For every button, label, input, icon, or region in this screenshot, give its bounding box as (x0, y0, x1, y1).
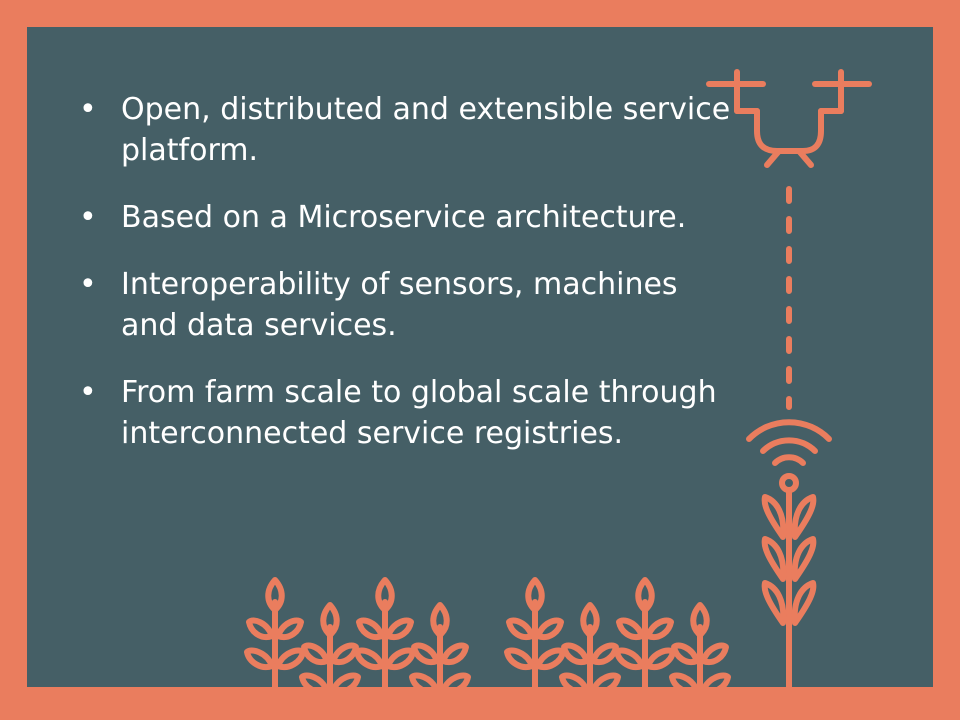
bullet-text: Interoperability of sensors, machines an… (121, 267, 678, 343)
agriculture-illustration (27, 69, 872, 687)
plant-icon (562, 605, 618, 687)
plant-icon (617, 580, 673, 687)
plant-icon (672, 605, 728, 687)
bullet-item: • Based on a Microservice architecture. (79, 197, 739, 238)
drone-icon (706, 69, 872, 168)
bullet-item: • Interoperability of sensors, machines … (79, 264, 739, 346)
signal-icon (746, 419, 832, 493)
bullet-list: • Open, distributed and extensible servi… (79, 89, 739, 480)
bullet-text: Open, distributed and extensible service… (121, 92, 731, 168)
bullet-text: From farm scale to global scale through … (121, 375, 717, 451)
plant-icon (761, 488, 817, 687)
bullet-item: • From farm scale to global scale throug… (79, 372, 739, 454)
bullet-marker: • (79, 375, 97, 410)
bullet-marker: • (79, 92, 97, 127)
plant-icon (302, 605, 358, 687)
bullet-marker: • (79, 200, 97, 235)
bullet-item: • Open, distributed and extensible servi… (79, 89, 739, 171)
slide-panel: • Open, distributed and extensible servi… (27, 27, 933, 687)
plant-icon (507, 580, 563, 687)
crop-row (247, 580, 728, 687)
bullet-text: Based on a Microservice architecture. (121, 200, 687, 235)
plant-icon (247, 580, 303, 687)
bullet-marker: • (79, 267, 97, 302)
plant-icon (412, 605, 468, 687)
plant-icon (357, 580, 413, 687)
